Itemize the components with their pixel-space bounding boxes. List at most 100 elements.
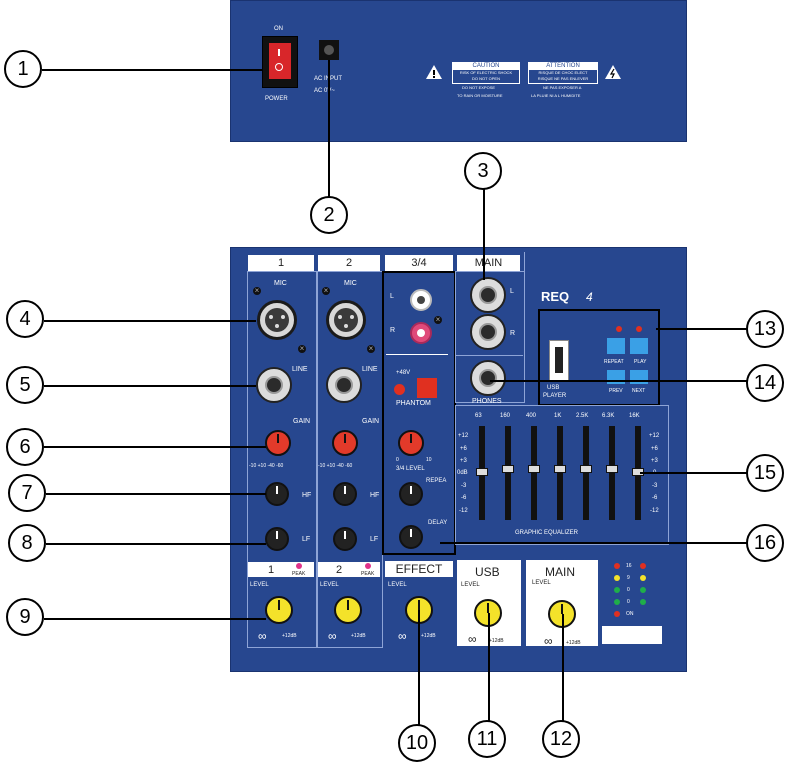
callout-4: 4	[6, 300, 44, 338]
channel-2-header: 2	[318, 255, 380, 271]
eq-fader-6-3k[interactable]	[606, 465, 618, 473]
main-level-label: LEVEL	[532, 580, 551, 586]
main-header: MAIN	[457, 255, 520, 271]
ch34-delay-knob[interactable]	[399, 525, 423, 549]
ch1-lf-label: LF	[302, 536, 311, 543]
ch1-bottom-num: 1	[268, 564, 275, 576]
ch2-peak-label: PEAK	[361, 571, 375, 577]
ch1-gain-scale: -10 +10 -40 -60	[249, 463, 284, 469]
ch1-level-knob[interactable]	[265, 596, 293, 624]
ch34-level-label: 3/4 LEVEL	[396, 466, 425, 472]
phones-label: PHONES	[472, 398, 502, 405]
eq-scale-right-p3: +3	[651, 458, 658, 464]
ch2-lf-knob[interactable]	[333, 527, 357, 551]
channel-1-strip	[247, 271, 317, 648]
attention-line4: LA PLUIE NI A L HUMIDITE	[531, 93, 581, 98]
ch2-level-label: LEVEL	[320, 582, 339, 588]
power-switch[interactable]	[262, 36, 298, 88]
ch34-screw: ×	[434, 315, 442, 324]
ch34-rca-right[interactable]	[410, 322, 432, 344]
eq-band-400: 400	[526, 413, 537, 419]
ch1-line-label: LINE	[292, 366, 308, 373]
repeat-label: REPEAT	[604, 359, 624, 365]
ch1-level-inf: ∞	[258, 629, 267, 643]
usb-level-max: +12dB	[489, 638, 504, 644]
ch2-level-max: +12dB	[351, 633, 366, 639]
leader-line-8	[46, 543, 266, 545]
phones-jack[interactable]	[470, 360, 506, 396]
play-button[interactable]	[630, 338, 648, 354]
ch1-mic-input[interactable]	[257, 300, 297, 340]
leader-line-11	[488, 613, 490, 728]
attention-line2: RISQUE NE PAS ENLEVER	[537, 76, 589, 81]
eq-fader-2-5k[interactable]	[580, 465, 592, 473]
play-led	[636, 326, 642, 332]
eq-fader-400[interactable]	[528, 465, 540, 473]
main-out-right[interactable]	[470, 314, 506, 350]
caution-title: CAUTION	[453, 63, 519, 70]
ch1-line-input[interactable]	[256, 367, 292, 403]
eq-fader-63[interactable]	[476, 468, 488, 476]
channel-34-strip	[382, 271, 456, 555]
ac-input-socket[interactable]	[319, 40, 339, 60]
ch2-hf-knob[interactable]	[333, 482, 357, 506]
callout-1: 1	[4, 50, 42, 88]
usb-port[interactable]	[549, 340, 569, 382]
ch2-hf-label: HF	[370, 492, 380, 499]
usb-player-label2: PLAYER	[543, 393, 567, 399]
ch2-line-input[interactable]	[326, 367, 362, 403]
eq-section-outline	[455, 405, 669, 545]
eq-scale-right-m3: -3	[652, 483, 658, 489]
eq-fader-1k[interactable]	[554, 465, 566, 473]
ch34-repeat-label: REPEA	[426, 478, 447, 484]
callout-7: 7	[8, 474, 46, 512]
phantom-button[interactable]	[417, 378, 437, 398]
eq-title: GRAPHIC EQUALIZER	[515, 530, 579, 536]
meter-led-l2	[614, 575, 620, 581]
ch34-repeat-knob[interactable]	[399, 482, 423, 506]
warning-triangle-icon	[426, 65, 442, 79]
caution-line4: TO RAIN OR MOISTURE	[457, 93, 503, 98]
leader-line-9	[44, 618, 266, 620]
main-level-inf: ∞	[544, 634, 553, 648]
meter-label-0b: 0	[627, 599, 630, 605]
callout-5: 5	[6, 366, 44, 404]
ch1-lf-knob[interactable]	[265, 527, 289, 551]
ch1-gain-knob[interactable]	[265, 430, 291, 456]
ch34-level-scale-lo: 0	[396, 457, 399, 463]
prev-label: PREV	[609, 388, 623, 394]
eq-scale-left-p6: +6	[460, 446, 467, 452]
power-off-mark	[275, 63, 283, 71]
ch2-mic-label: MIC	[344, 280, 357, 287]
leader-line-15	[640, 472, 748, 474]
next-label: NEXT	[632, 388, 646, 394]
ch34-rca-left[interactable]	[410, 289, 432, 311]
main-out-left-label: L	[510, 288, 514, 295]
eq-fader-track-2-5k	[583, 426, 589, 520]
meter-led-l1	[614, 563, 620, 569]
ch2-screw-bottom: ×	[367, 344, 375, 353]
ch2-level-knob[interactable]	[334, 596, 362, 624]
ch2-gain-knob[interactable]	[332, 430, 358, 456]
eq-fader-track-400	[531, 426, 537, 520]
main-out-left[interactable]	[470, 277, 506, 313]
usb-level-title: USB	[475, 565, 500, 579]
eq-scale-right-p12: +12	[649, 433, 660, 439]
ch1-hf-knob[interactable]	[265, 482, 289, 506]
channel-1-header: 1	[248, 255, 314, 271]
ch2-peak-led	[365, 563, 371, 569]
leader-line-10	[418, 610, 420, 728]
meter-label-0a: 0	[627, 587, 630, 593]
meter-label-16: 16	[626, 563, 632, 569]
eq-fader-160[interactable]	[502, 465, 514, 473]
ch2-mic-input[interactable]	[326, 300, 366, 340]
ch34-level-knob[interactable]	[398, 430, 424, 456]
ch1-screw-bottom: ×	[298, 344, 306, 353]
effect-header: EFFECT	[385, 561, 453, 577]
ch2-screw-top: ×	[322, 286, 330, 295]
leader-line-7	[46, 493, 266, 495]
callout-9: 9	[6, 598, 44, 636]
ch1-peak-label: PEAK	[292, 571, 306, 577]
repeat-button[interactable]	[607, 338, 625, 354]
ch2-bottom-num: 2	[336, 564, 343, 576]
